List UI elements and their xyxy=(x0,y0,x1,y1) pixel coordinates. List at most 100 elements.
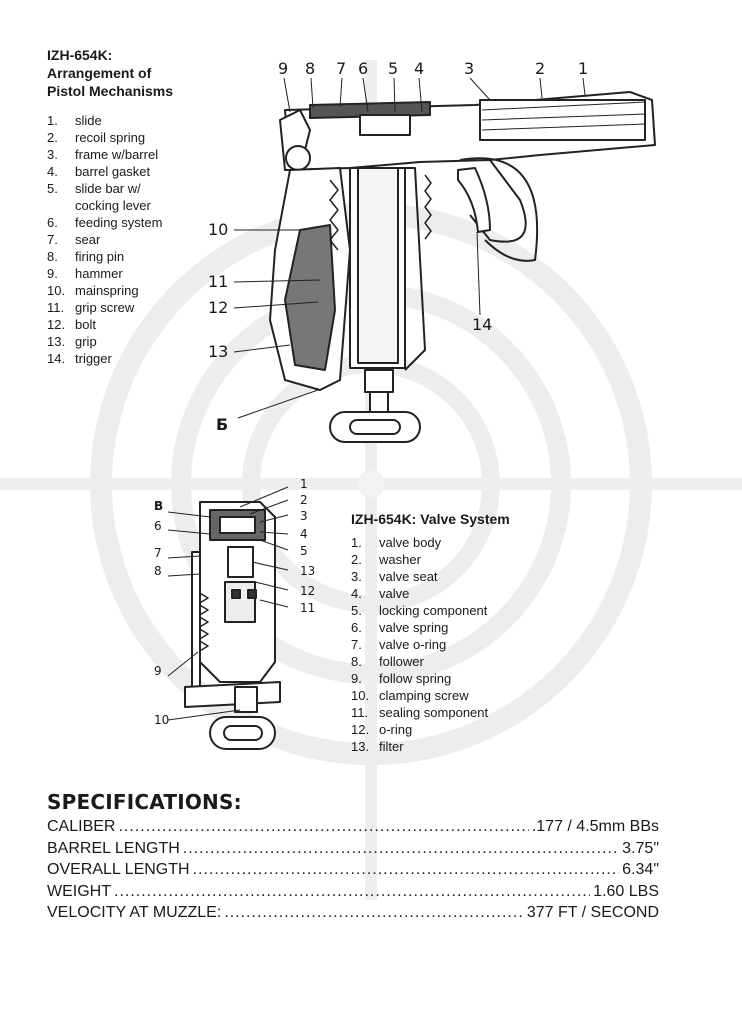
mechanism-item: 13. grip xyxy=(47,333,197,350)
mechanism-item-number: 14. xyxy=(47,351,66,366)
valve-item-number: 4. xyxy=(351,586,362,601)
valve-item-label: valve body xyxy=(379,535,442,550)
mechanism-item-label: bolt xyxy=(75,317,96,332)
mechanism-item-label: barrel gasket xyxy=(75,164,151,179)
valve-item: 11. sealing somponent xyxy=(351,704,551,721)
valve-item-label: follow spring xyxy=(379,671,452,686)
spec-value: 3.75" xyxy=(622,839,659,857)
valve-item-number: 13. xyxy=(351,739,370,754)
mechanism-item-label: frame w/barrel xyxy=(75,147,159,162)
callout-label: 10 xyxy=(154,713,169,727)
valve-item-number: 2. xyxy=(351,552,362,567)
mechanism-item-number: 7. xyxy=(47,232,58,247)
mechanism-item: 7.sear xyxy=(47,231,197,248)
callout-label: Б xyxy=(216,415,228,434)
trigger-guard-shape xyxy=(469,159,527,243)
mechanism-item-label: grip xyxy=(75,334,97,349)
spec-label: VELOCITY AT MUZZLE: xyxy=(47,904,222,921)
valve-item: 1.valve body xyxy=(351,534,551,551)
spec-row: CALIBER.177 / 4.5mm BBs xyxy=(47,818,659,840)
valve-item-number: 8. xyxy=(351,654,362,669)
follow-spring-shape xyxy=(197,591,209,653)
callout-label: 2 xyxy=(300,493,308,507)
spec-leader-dots xyxy=(118,818,528,836)
valve-item-number: 7. xyxy=(351,637,362,652)
specifications-heading: SPECIFICATIONS: xyxy=(47,790,242,814)
mechanism-item: 12. bolt xyxy=(47,316,197,333)
callout-label: 12 xyxy=(300,584,315,598)
valve-item: 6. valve spring xyxy=(351,619,551,636)
spec-label: OVERALL LENGTH xyxy=(47,861,190,878)
valve-item-number: 12. xyxy=(351,722,370,737)
mechanism-item: 4.barrel gasket xyxy=(47,163,197,180)
callout-label: В xyxy=(154,499,163,513)
callout-label: 12 xyxy=(208,298,228,317)
valve-item-label: filter xyxy=(379,739,404,754)
mechanism-item: 1.slide xyxy=(47,112,197,129)
valve-item-label: o-ring xyxy=(379,722,413,737)
trigger-shape xyxy=(457,167,491,233)
valve-item-number: 5. xyxy=(351,603,362,618)
mechanism-item: 11. grip screw xyxy=(47,299,197,316)
valve-item: 12. o-ring xyxy=(351,721,551,738)
valve-item-label: sealing somponent xyxy=(379,705,489,720)
callout-label: 3 xyxy=(464,59,474,78)
valve-item-number: 11. xyxy=(351,705,369,720)
recoil-spring-shape xyxy=(424,174,432,240)
spec-leader-dots xyxy=(183,840,619,858)
callout-label: 6 xyxy=(154,519,162,533)
mechanism-item-label: mainspring xyxy=(75,283,139,298)
spec-leader-dots xyxy=(224,904,524,922)
mechanism-item: 5.slide bar w/ cocking lever xyxy=(47,180,197,214)
valve-item-label: follower xyxy=(379,654,424,669)
valve-item: 8. follower xyxy=(351,653,551,670)
mechanism-item: 10. mainspring xyxy=(47,282,197,299)
callout-label: 11 xyxy=(208,272,228,291)
callout-label: 7 xyxy=(336,59,346,78)
valve-item-label: locking component xyxy=(379,603,488,618)
callout-label: 14 xyxy=(472,315,492,334)
valve-item-label: valve seat xyxy=(379,569,438,584)
mechanism-item-number: 13. xyxy=(47,334,66,349)
valve-system-title: IZH-654K: Valve System xyxy=(351,511,510,527)
callout-label: 7 xyxy=(154,546,162,560)
callout-label: 8 xyxy=(154,564,162,578)
spec-row: VELOCITY AT MUZZLE: 377 FT / SECOND xyxy=(47,904,659,926)
callout-label: 4 xyxy=(414,59,424,78)
valve-item-label: valve spring xyxy=(379,620,449,635)
mechanism-item-label: feeding system xyxy=(75,215,163,230)
mechanism-item-number: 9. xyxy=(47,266,58,281)
spec-value: 377 FT / SECOND xyxy=(526,904,659,921)
mechanism-item-number: 12. xyxy=(47,317,66,332)
callout-label: 9 xyxy=(278,59,288,78)
valve-item: 2. washer xyxy=(351,551,551,568)
callout-label: 2 xyxy=(535,59,545,78)
spec-leader-dots xyxy=(114,883,590,901)
callout-label: 8 xyxy=(305,59,315,78)
callout-label: 1 xyxy=(578,59,588,78)
callout-label: 13 xyxy=(208,342,228,361)
mechanism-item-label: trigger xyxy=(75,351,112,366)
mechanism-item-number: 2. xyxy=(47,130,58,145)
mechanism-item-label: grip screw xyxy=(75,300,135,315)
mechanism-item: 9.hammer xyxy=(47,265,197,282)
callout-label: 5 xyxy=(300,544,308,558)
barrel-shape xyxy=(479,99,646,141)
mechanism-item-label: recoil spring xyxy=(75,130,146,145)
callout-label: 3 xyxy=(300,509,308,523)
valve-item-number: 6. xyxy=(351,620,362,635)
callout-label: 5 xyxy=(388,59,398,78)
mechanism-item: 3.frame w/barrel xyxy=(47,146,197,163)
valve-item-number: 3. xyxy=(351,569,362,584)
mechanism-item-number: 10. xyxy=(47,283,66,298)
spec-label: BARREL LENGTH xyxy=(47,839,180,857)
mechanism-item: 6.feeding system xyxy=(47,214,197,231)
valve-item-label: washer xyxy=(379,552,421,567)
valve-item: 7.valve o-ring xyxy=(351,636,551,653)
mechanism-item-number: 11. xyxy=(47,300,65,315)
spec-value: .177 / 4.5mm BBs xyxy=(531,818,659,835)
callout-label: 6 xyxy=(358,59,368,78)
